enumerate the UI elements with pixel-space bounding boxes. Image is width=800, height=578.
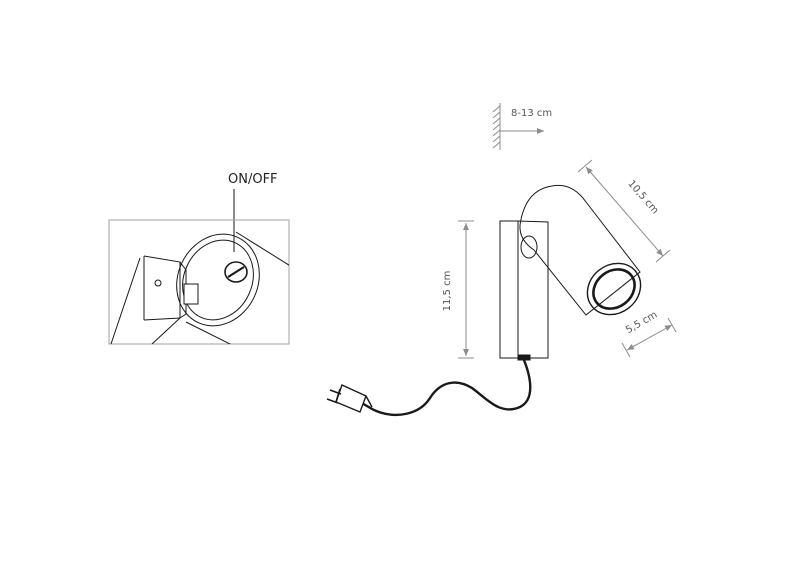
lamp-head-rim-inner: [592, 268, 636, 310]
height-label: 11,5 cm: [442, 271, 453, 312]
switch-disc-outer: [176, 233, 260, 327]
wall-hatch-icon: [492, 105, 501, 149]
switch-knob-icon: [224, 261, 248, 283]
wall-distance-label: 8-13 cm: [511, 108, 552, 119]
switch-disc-inner: [182, 239, 254, 321]
switch-tab: [183, 283, 199, 305]
diameter-label: 5,5 cm: [624, 309, 659, 336]
onoff-label: ON/OFF: [228, 172, 278, 187]
lamp-head: [519, 184, 641, 316]
lamp-body-outline: [185, 231, 289, 344]
length-dimension: 10,5 cm: [577, 159, 671, 263]
plug-icon: [326, 384, 373, 413]
switch-detail-inset: ON/OFF: [108, 172, 290, 345]
wall-distance-dimension: 8-13 cm: [492, 103, 552, 150]
mount-bracket: [110, 255, 187, 344]
power-cable: [359, 359, 532, 417]
diameter-arrow: [626, 324, 673, 351]
cable-outlet: [517, 354, 531, 361]
screw-hole-icon: [154, 279, 162, 287]
wall-lamp: [326, 184, 642, 417]
detail-frame: [108, 219, 290, 345]
lamp-joint: [520, 235, 538, 259]
lamp-base: [499, 220, 549, 359]
length-label: 10,5 cm: [625, 178, 660, 216]
diameter-dimension: 5,5 cm: [621, 309, 677, 358]
lamp-head-rim-outer: [586, 262, 642, 316]
length-arrow: [585, 166, 664, 257]
height-dimension: 11,5 cm: [442, 220, 474, 359]
